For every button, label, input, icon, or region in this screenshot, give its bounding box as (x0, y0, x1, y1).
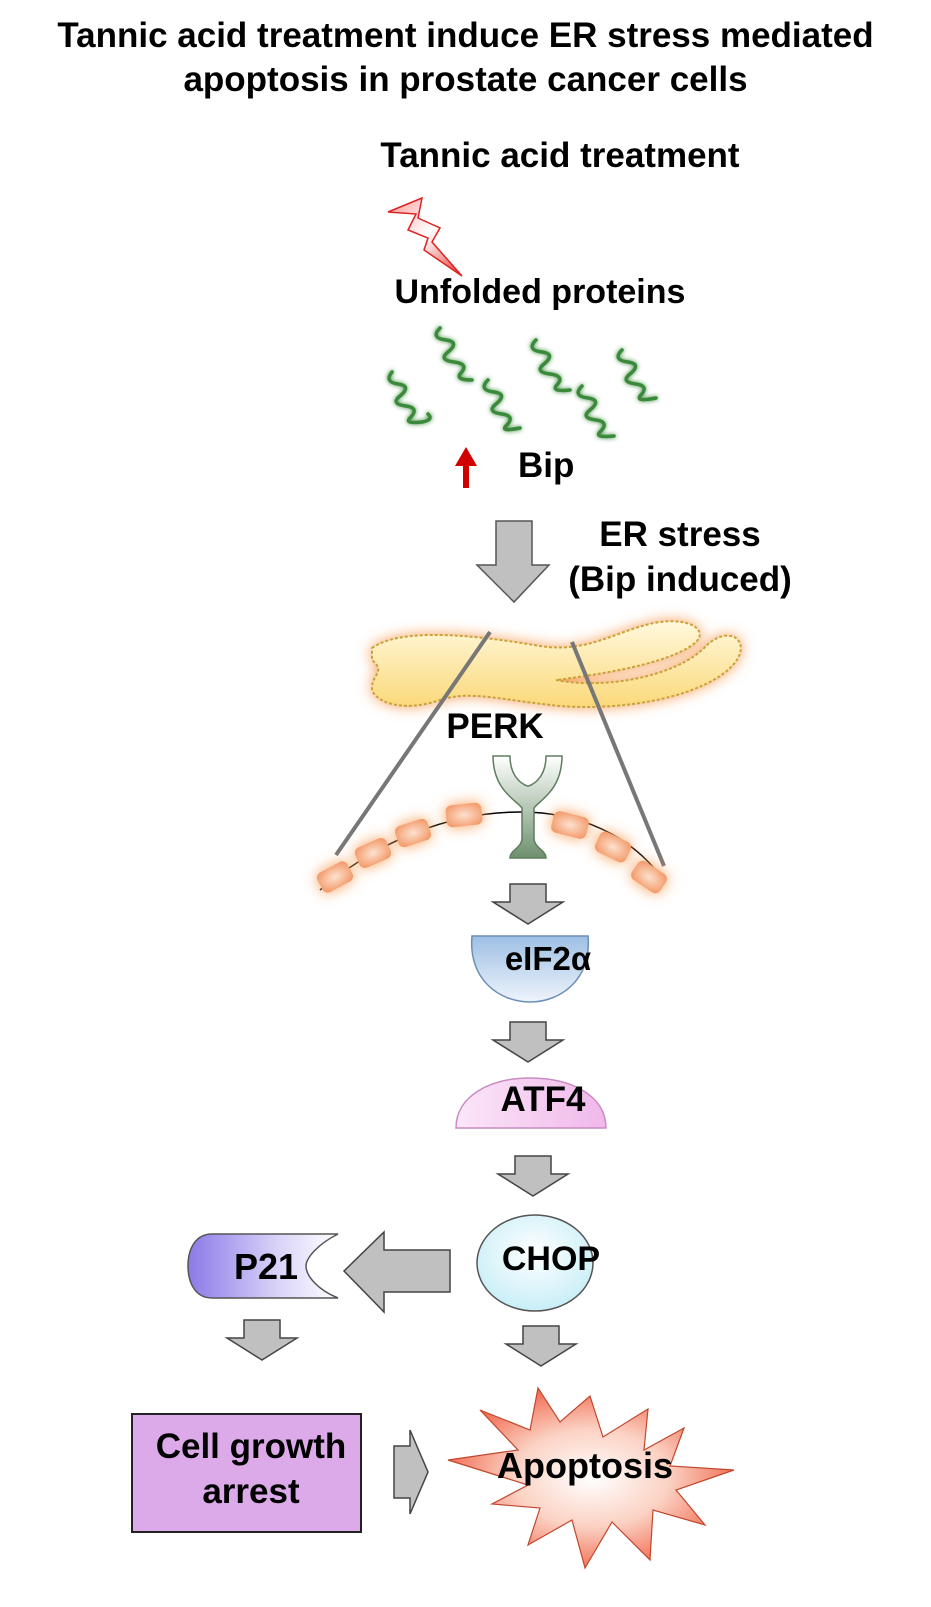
cell-growth-arrest-label: Cell growth (155, 1427, 347, 1466)
arrow-perk-to-eif2a (490, 883, 566, 925)
arrow-growth-arrest-to-apoptosis (393, 1429, 429, 1515)
cell-growth-arrest-node (131, 1413, 362, 1533)
unfolded-proteins-label: Unfolded proteins (394, 273, 686, 311)
bip-label: Bip (518, 446, 575, 485)
eif2a-node (471, 935, 589, 1003)
title-line-1: Tannic acid treatment induce ER stress m… (57, 16, 874, 55)
zoom-line-left (334, 630, 492, 857)
lightning-icon (387, 196, 463, 277)
arrow-p21-to-growth-arrest (224, 1319, 300, 1361)
perk-receptor-icon (492, 755, 563, 859)
atf4-label: ATF4 (500, 1080, 586, 1119)
arrow-chop-to-p21 (342, 1230, 451, 1314)
title-line-2: apoptosis in prostate cancer cells (183, 60, 748, 99)
er-stress-label: ER stress (599, 515, 761, 554)
chop-node (476, 1214, 594, 1312)
unfolded-proteins-icon (387, 326, 658, 439)
p21-node (187, 1233, 339, 1299)
arrow-eif2a-to-atf4 (490, 1021, 566, 1063)
p21-label: P21 (233, 1246, 299, 1287)
apoptosis-label: Apoptosis (497, 1445, 673, 1486)
arrow-chop-to-apoptosis (503, 1325, 579, 1367)
arrow-atf4-to-chop (495, 1155, 571, 1197)
apoptosis-node (447, 1386, 735, 1570)
chop-label: CHOP (501, 1240, 601, 1278)
er-stress-sublabel: (Bip induced) (568, 560, 792, 599)
endoplasmic-reticulum-icon (370, 620, 742, 708)
er-stress-arrow (475, 520, 551, 604)
zoom-line-right (570, 641, 666, 867)
perk-label: PERK (446, 707, 544, 746)
er-membrane-icon (316, 802, 667, 894)
bip-up-arrow-icon (455, 447, 477, 488)
atf4-node (455, 1077, 607, 1129)
eif2a-label: eIF2α (504, 940, 592, 977)
cell-growth-arrest-label-2: arrest (202, 1472, 300, 1511)
treatment-label: Tannic acid treatment (380, 136, 740, 175)
diagram-title: Tannic acid treatment induce ER stress m… (0, 14, 931, 102)
